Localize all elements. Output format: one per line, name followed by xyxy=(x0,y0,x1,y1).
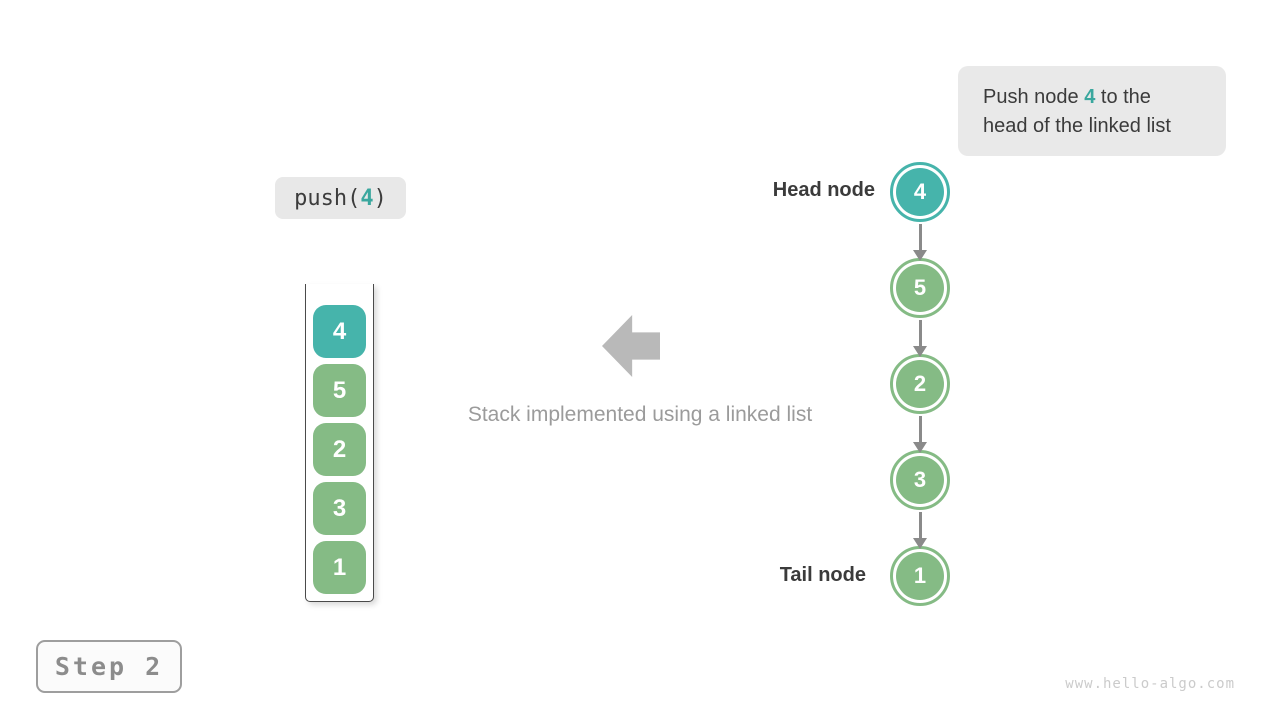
left-block-arrow-icon xyxy=(602,315,660,377)
push-operation-label: push(4) xyxy=(275,177,406,219)
stack-item-3: 3 xyxy=(313,482,366,535)
arrow-head xyxy=(913,538,927,549)
diagram-caption: Stack implemented using a linked list xyxy=(467,403,813,426)
instruction-callout: Push node 4 to the head of the linked li… xyxy=(958,66,1226,156)
down-arrow-connector-icon xyxy=(913,320,927,357)
linked-list-node-2: 2 xyxy=(890,354,950,414)
linked-list-node-3: 3 xyxy=(890,450,950,510)
node-value: 3 xyxy=(896,456,944,504)
head-node-label: Head node xyxy=(772,179,875,201)
linked-list-node-4: 4 xyxy=(890,162,950,222)
callout-line-2: head of the linked list xyxy=(983,115,1171,137)
arrow-shaft xyxy=(918,416,922,442)
down-arrow-connector-icon xyxy=(913,224,927,261)
stack-item-4: 4 xyxy=(313,305,366,358)
arrow-head xyxy=(913,250,927,261)
callout-text: to the xyxy=(1095,86,1151,108)
stack-item-2: 2 xyxy=(313,423,366,476)
stack-container: 4 5 2 3 1 xyxy=(305,284,374,602)
stack-item-5: 5 xyxy=(313,364,366,417)
step-badge: Step 2 xyxy=(36,640,182,693)
node-value: 5 xyxy=(896,264,944,312)
arrow-head xyxy=(913,442,927,453)
node-value: 4 xyxy=(896,168,944,216)
node-value: 1 xyxy=(896,552,944,600)
arrow-shaft xyxy=(918,224,922,250)
stack-item-1: 1 xyxy=(313,541,366,594)
callout-line-1: Push node 4 to the xyxy=(983,83,1214,112)
node-value: 2 xyxy=(896,360,944,408)
arrow-shaft xyxy=(918,512,922,538)
watermark-url: www.hello-algo.com xyxy=(1065,676,1235,692)
tail-node-label: Tail node xyxy=(779,564,866,586)
down-arrow-connector-icon xyxy=(913,416,927,453)
callout-text: Push node xyxy=(983,86,1085,108)
arrow-head xyxy=(913,346,927,357)
down-arrow-connector-icon xyxy=(913,512,927,549)
callout-highlight-number: 4 xyxy=(1084,86,1096,108)
linked-list-node-1: 1 xyxy=(890,546,950,606)
push-highlight-number: 4 xyxy=(360,185,374,211)
push-code-text: ) xyxy=(373,185,387,211)
linked-list-node-5: 5 xyxy=(890,258,950,318)
arrow-shaft xyxy=(918,320,922,346)
push-code-text: push( xyxy=(294,185,361,211)
